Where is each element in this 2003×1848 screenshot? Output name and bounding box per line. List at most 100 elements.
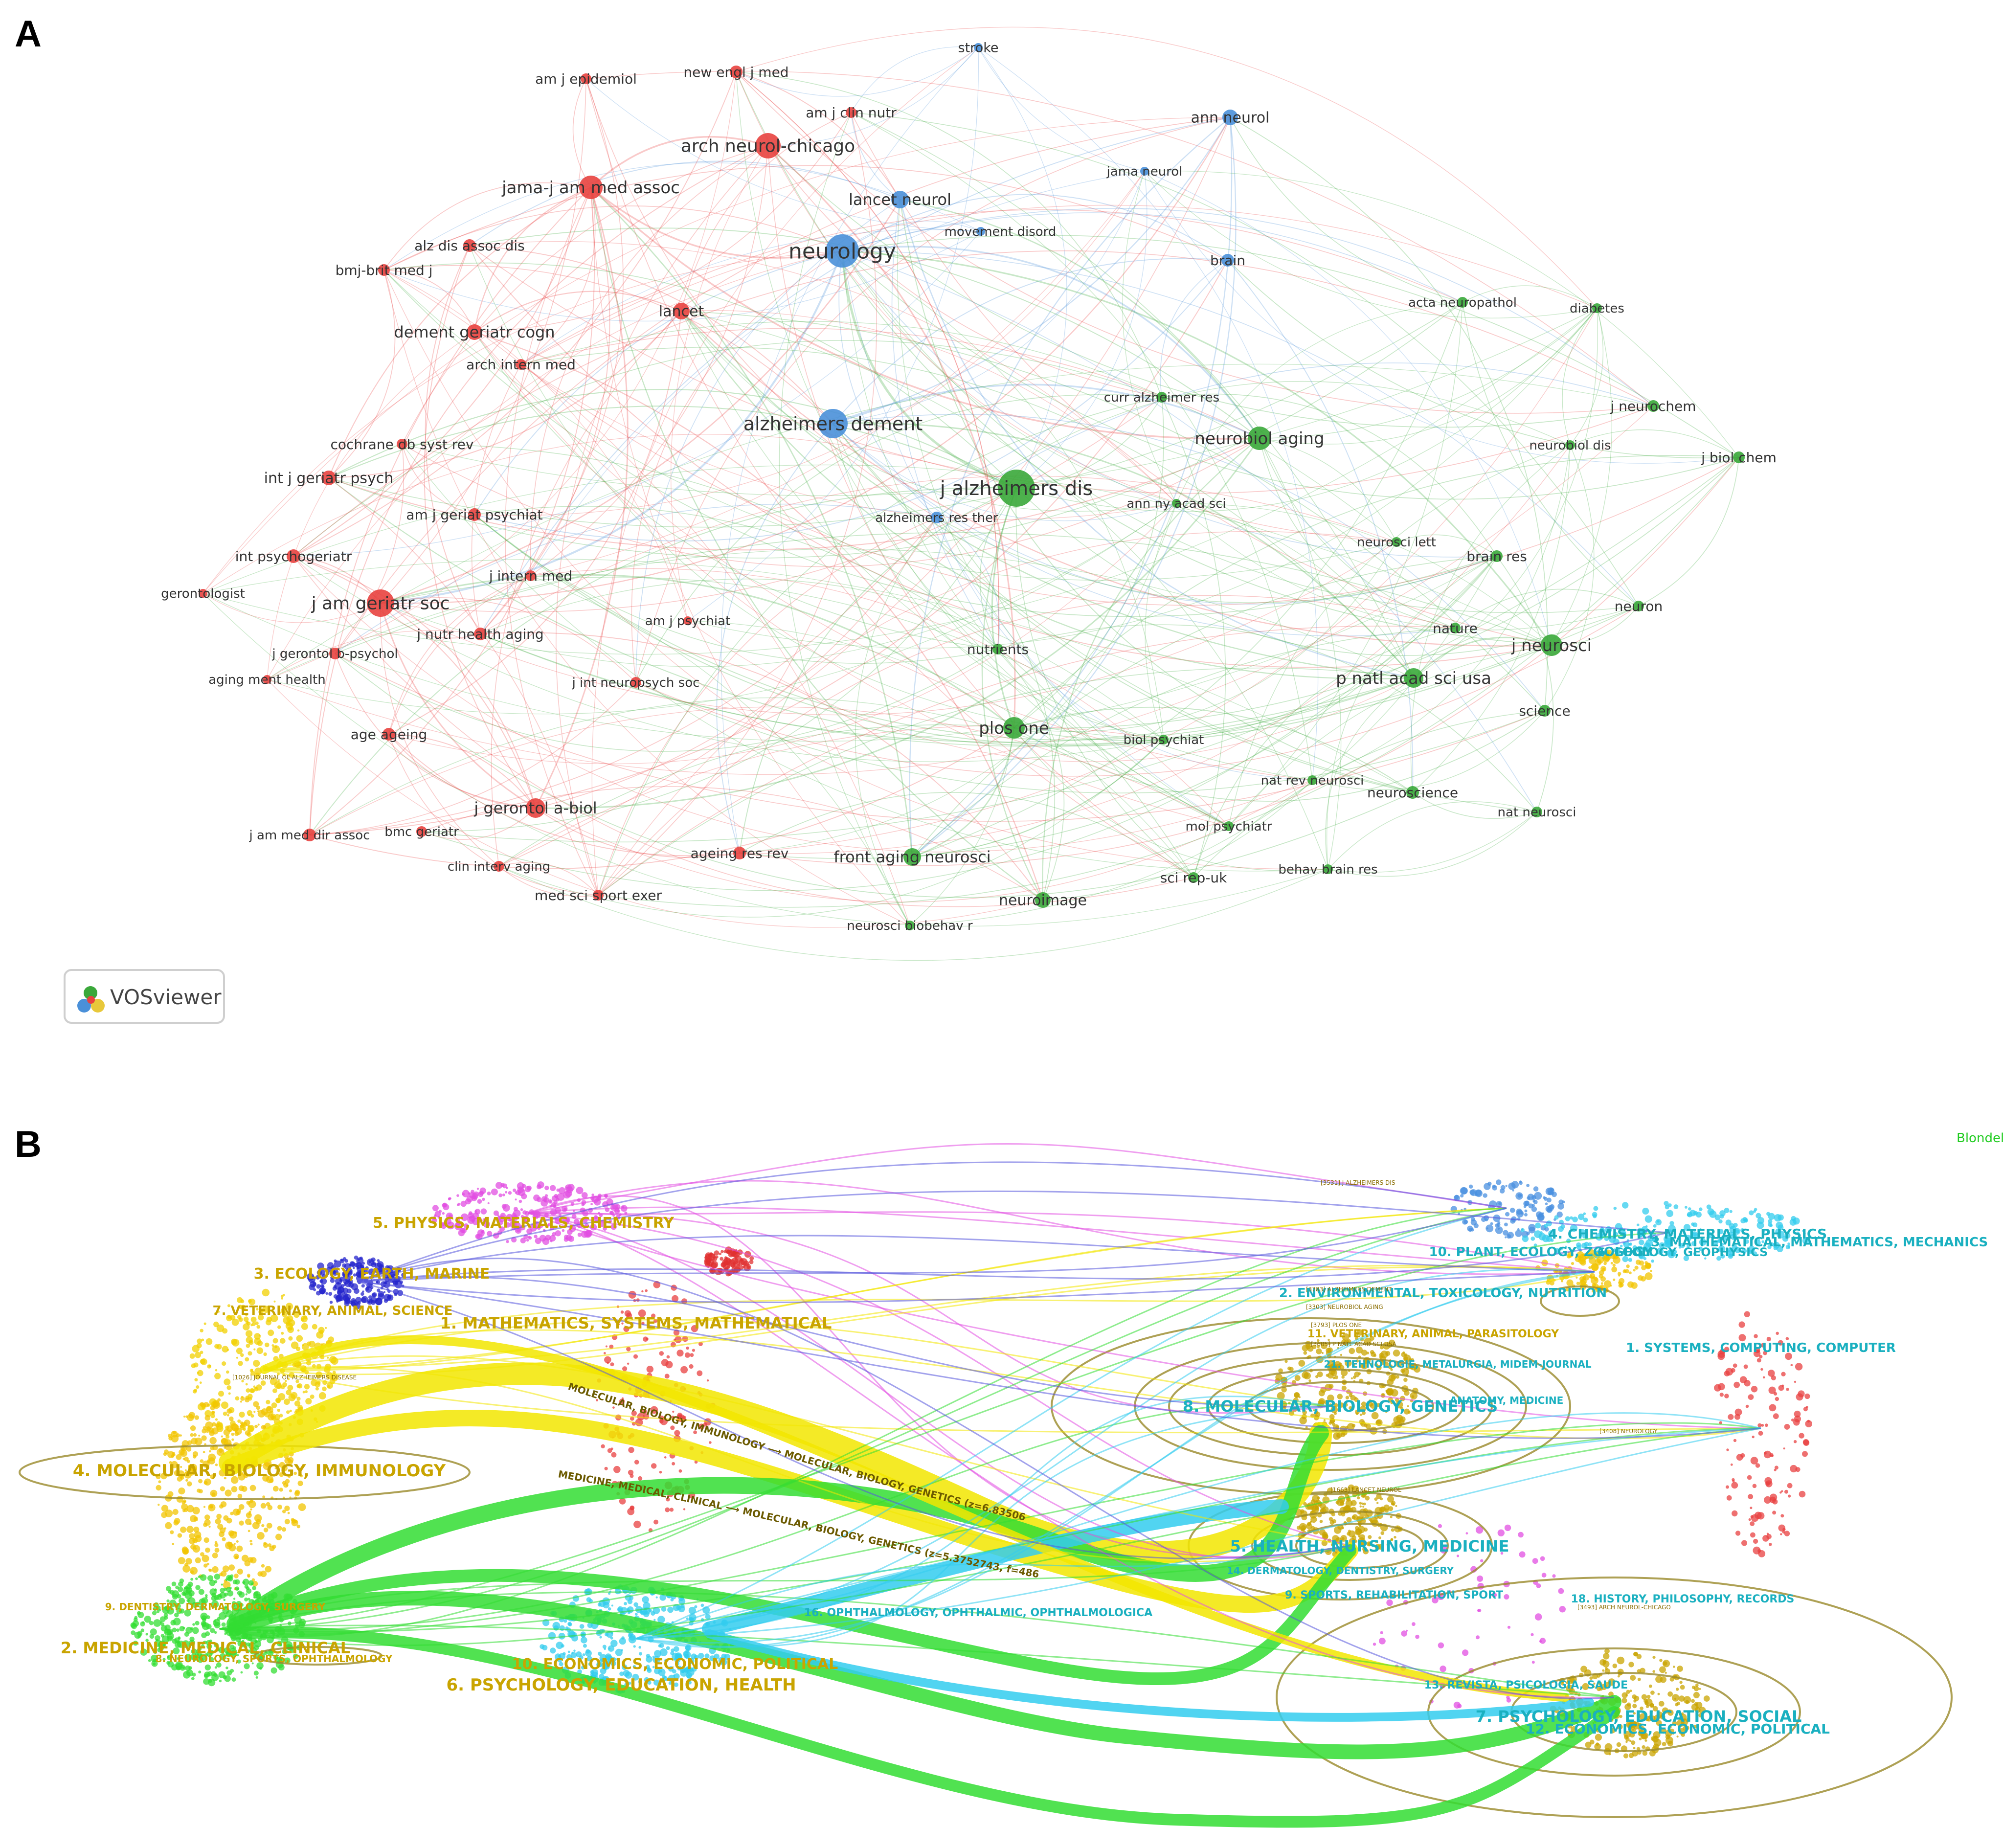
journal-dot (659, 1669, 662, 1672)
network-node[interactable] (1647, 400, 1659, 412)
network-node[interactable] (846, 107, 856, 118)
network-node[interactable] (1307, 775, 1317, 785)
network-edge (530, 171, 1145, 576)
network-node[interactable] (1450, 623, 1461, 633)
network-node[interactable] (683, 616, 692, 625)
journal-dot (272, 1388, 277, 1394)
network-node[interactable] (630, 677, 641, 688)
journal-dot (316, 1284, 321, 1289)
network-node[interactable] (321, 471, 336, 485)
vosviewer-logo[interactable]: VOSviewer (64, 969, 225, 1024)
journal-dot (342, 1263, 346, 1268)
network-node[interactable] (581, 73, 591, 84)
network-node[interactable] (673, 303, 690, 319)
network-node[interactable] (755, 133, 781, 158)
network-node[interactable] (593, 890, 604, 901)
network-node[interactable] (303, 829, 316, 841)
journal-dot (204, 1415, 211, 1421)
network-node[interactable] (1592, 303, 1602, 313)
network-node[interactable] (1172, 499, 1181, 508)
network-node[interactable] (474, 628, 487, 640)
network-node[interactable] (730, 66, 743, 78)
journal-dot (360, 1292, 364, 1296)
network-edge (1144, 171, 1598, 318)
network-node[interactable] (1392, 537, 1401, 547)
network-node[interactable] (1221, 254, 1234, 267)
journal-dot (331, 1265, 336, 1270)
network-node[interactable] (905, 921, 915, 930)
network-node[interactable] (891, 191, 909, 208)
network-node[interactable] (818, 409, 848, 438)
network-node[interactable] (1565, 440, 1575, 450)
journal-dot (1480, 1559, 1484, 1562)
network-node[interactable] (1539, 705, 1551, 717)
network-node[interactable] (526, 798, 545, 818)
network-node[interactable] (383, 728, 395, 741)
journal-dot (624, 1602, 627, 1605)
journal-dot (567, 1622, 572, 1626)
network-node[interactable] (733, 847, 746, 859)
network-node[interactable] (287, 549, 300, 563)
journal-dot (189, 1533, 195, 1539)
network-node[interactable] (468, 508, 481, 521)
journal-dot (328, 1292, 333, 1296)
network-node[interactable] (903, 848, 921, 866)
network-node[interactable] (1404, 668, 1423, 688)
network-node[interactable] (1003, 717, 1025, 739)
network-node[interactable] (1323, 864, 1333, 874)
journal-dot (1373, 1643, 1376, 1646)
journal-dot (1505, 1212, 1510, 1217)
network-node[interactable] (516, 359, 526, 370)
network-node[interactable] (976, 227, 985, 236)
network-node[interactable] (199, 589, 207, 598)
network-node[interactable] (525, 570, 536, 581)
network-node[interactable] (1156, 392, 1167, 403)
network-node[interactable] (974, 43, 983, 52)
network-node[interactable] (1035, 892, 1051, 908)
network-node[interactable] (1224, 821, 1234, 831)
network-node[interactable] (1222, 110, 1238, 125)
network-node[interactable] (1733, 451, 1745, 463)
journal-dot (1796, 1393, 1803, 1401)
journal-dot (225, 1435, 230, 1439)
network-node[interactable] (1491, 550, 1503, 562)
network-node[interactable] (1457, 297, 1468, 308)
network-node[interactable] (397, 439, 407, 450)
journal-dot (274, 1381, 282, 1389)
network-node[interactable] (467, 324, 482, 340)
network-node[interactable] (1188, 872, 1199, 883)
network-node[interactable] (1248, 427, 1271, 450)
network-edge (899, 199, 1414, 679)
journal-dot (594, 1216, 599, 1221)
network-node[interactable] (416, 826, 427, 837)
journal-dot (275, 1654, 278, 1656)
network-node[interactable] (367, 589, 394, 617)
journal-dot (1776, 1331, 1779, 1335)
journal-dot (205, 1338, 213, 1345)
network-node[interactable] (263, 675, 271, 684)
network-node[interactable] (1159, 735, 1169, 744)
journal-dot (1387, 1495, 1394, 1503)
journal-dot (208, 1679, 212, 1683)
network-node[interactable] (463, 239, 476, 252)
journal-dot (463, 1223, 469, 1229)
network-node[interactable] (329, 648, 341, 659)
network-node[interactable] (1541, 634, 1562, 656)
journal-dot (1627, 1281, 1634, 1288)
journal-dot (1693, 1686, 1699, 1691)
journal-dot (200, 1329, 203, 1332)
network-node[interactable] (1633, 601, 1644, 611)
network-node[interactable] (494, 861, 504, 872)
network-node[interactable] (1140, 167, 1149, 176)
network-node[interactable] (1406, 786, 1419, 799)
network-node[interactable] (992, 644, 1003, 654)
journal-dot (134, 1616, 138, 1620)
network-node[interactable] (931, 512, 943, 523)
network-node[interactable] (826, 234, 859, 268)
network-node[interactable] (579, 176, 603, 199)
network-node[interactable] (998, 470, 1035, 507)
network-node[interactable] (1531, 807, 1542, 817)
network-node[interactable] (378, 264, 390, 276)
network-edge (471, 364, 521, 634)
journal-dot (177, 1594, 181, 1599)
